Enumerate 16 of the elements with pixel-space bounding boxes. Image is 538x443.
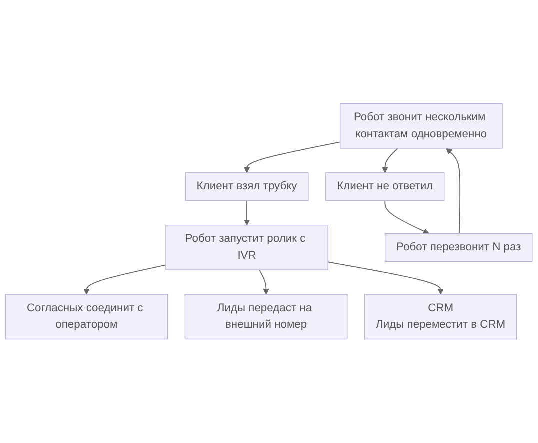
node-box: Робот перезвонит N раз [384, 233, 533, 262]
arrow [382, 148, 398, 174]
arrow [244, 142, 341, 174]
node-box: Робот звонит нескольким контактам одновременно [340, 103, 503, 149]
node-box: Лиды передаст на внешний номер [184, 294, 348, 340]
arrow [446, 148, 461, 234]
arrow [244, 200, 250, 226]
node-box: Клиент не ответил [326, 172, 445, 202]
node-box: Робот запустит ролик с IVR [166, 225, 328, 270]
node-box: Согласных соединит с оператором [5, 294, 168, 340]
node-box: CRM Лиды переместит в CRM [364, 294, 518, 340]
arrow [384, 200, 430, 234]
arrow [84, 264, 166, 295]
arrow [328, 262, 444, 295]
node-box: Клиент взял трубку [185, 172, 309, 202]
arrow [259, 270, 270, 295]
